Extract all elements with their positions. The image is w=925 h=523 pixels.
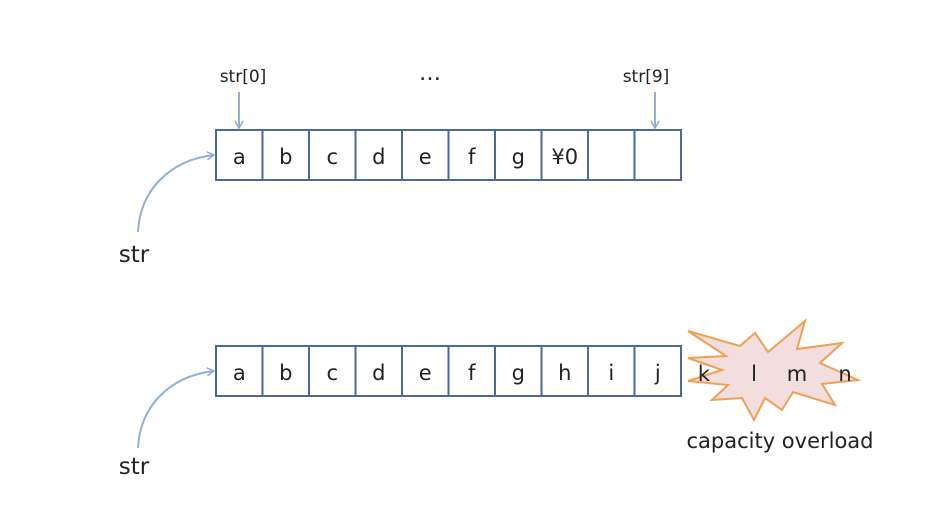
bottom-cell-char: j xyxy=(654,361,661,385)
top-cell-char: a xyxy=(233,145,246,169)
pointer-label-top: str xyxy=(119,242,150,268)
top-cell-char: f xyxy=(468,145,476,169)
bottom-char-array: a b c d e f g h i j xyxy=(215,345,682,397)
top-cell xyxy=(633,129,682,181)
bottom-cell-char: b xyxy=(279,361,292,385)
top-cell xyxy=(447,129,496,181)
bottom-cell-char: c xyxy=(326,361,338,385)
bottom-cell-char: e xyxy=(419,361,432,385)
top-cell xyxy=(587,129,636,181)
top-cell-char: g xyxy=(512,145,525,169)
overflow-chars: k l m n xyxy=(698,362,852,386)
bottom-cell xyxy=(354,345,403,397)
overflow-char: n xyxy=(838,362,851,386)
overflow-char: k xyxy=(698,362,711,386)
overflow-char: m xyxy=(787,362,807,386)
pointer-label-bottom: str xyxy=(119,454,150,480)
bottom-cell xyxy=(261,345,310,397)
bottom-cell-char: d xyxy=(372,361,385,385)
bottom-cell-char: h xyxy=(558,361,571,385)
label-str-9: str[9] xyxy=(623,67,670,87)
top-cell xyxy=(261,129,310,181)
top-cell xyxy=(540,129,589,181)
pointer-arrow-top xyxy=(137,151,216,233)
ellipsis: … xyxy=(419,61,441,86)
top-cell-char: c xyxy=(326,145,338,169)
bottom-cell-char: f xyxy=(468,361,476,385)
top-cell xyxy=(401,129,450,181)
overflow-burst-icon xyxy=(687,318,862,423)
overflow-caption: capacity overload xyxy=(686,429,873,453)
bottom-cell-char: g xyxy=(512,361,525,385)
bottom-cell xyxy=(587,345,636,397)
bottom-cell xyxy=(308,345,357,397)
bottom-cell-char: i xyxy=(608,361,614,385)
top-cell-char: e xyxy=(419,145,432,169)
top-cell xyxy=(494,129,543,181)
bottom-cell xyxy=(447,345,496,397)
top-char-array: a b c d e f g ¥0 xyxy=(215,129,682,181)
top-cell-char: d xyxy=(372,145,385,169)
bottom-cell xyxy=(633,345,682,397)
top-cell-char: ¥0 xyxy=(551,145,578,169)
bottom-cell xyxy=(540,345,589,397)
overflow-char: l xyxy=(751,362,757,386)
top-cell xyxy=(308,129,357,181)
pointer-arrow-bottom xyxy=(137,367,216,449)
bottom-cell xyxy=(215,345,264,397)
label-str-0: str[0] xyxy=(220,67,267,87)
top-cell xyxy=(215,129,264,181)
bottom-cell-char: a xyxy=(233,361,246,385)
top-cell-char: b xyxy=(279,145,292,169)
bottom-cell xyxy=(494,345,543,397)
